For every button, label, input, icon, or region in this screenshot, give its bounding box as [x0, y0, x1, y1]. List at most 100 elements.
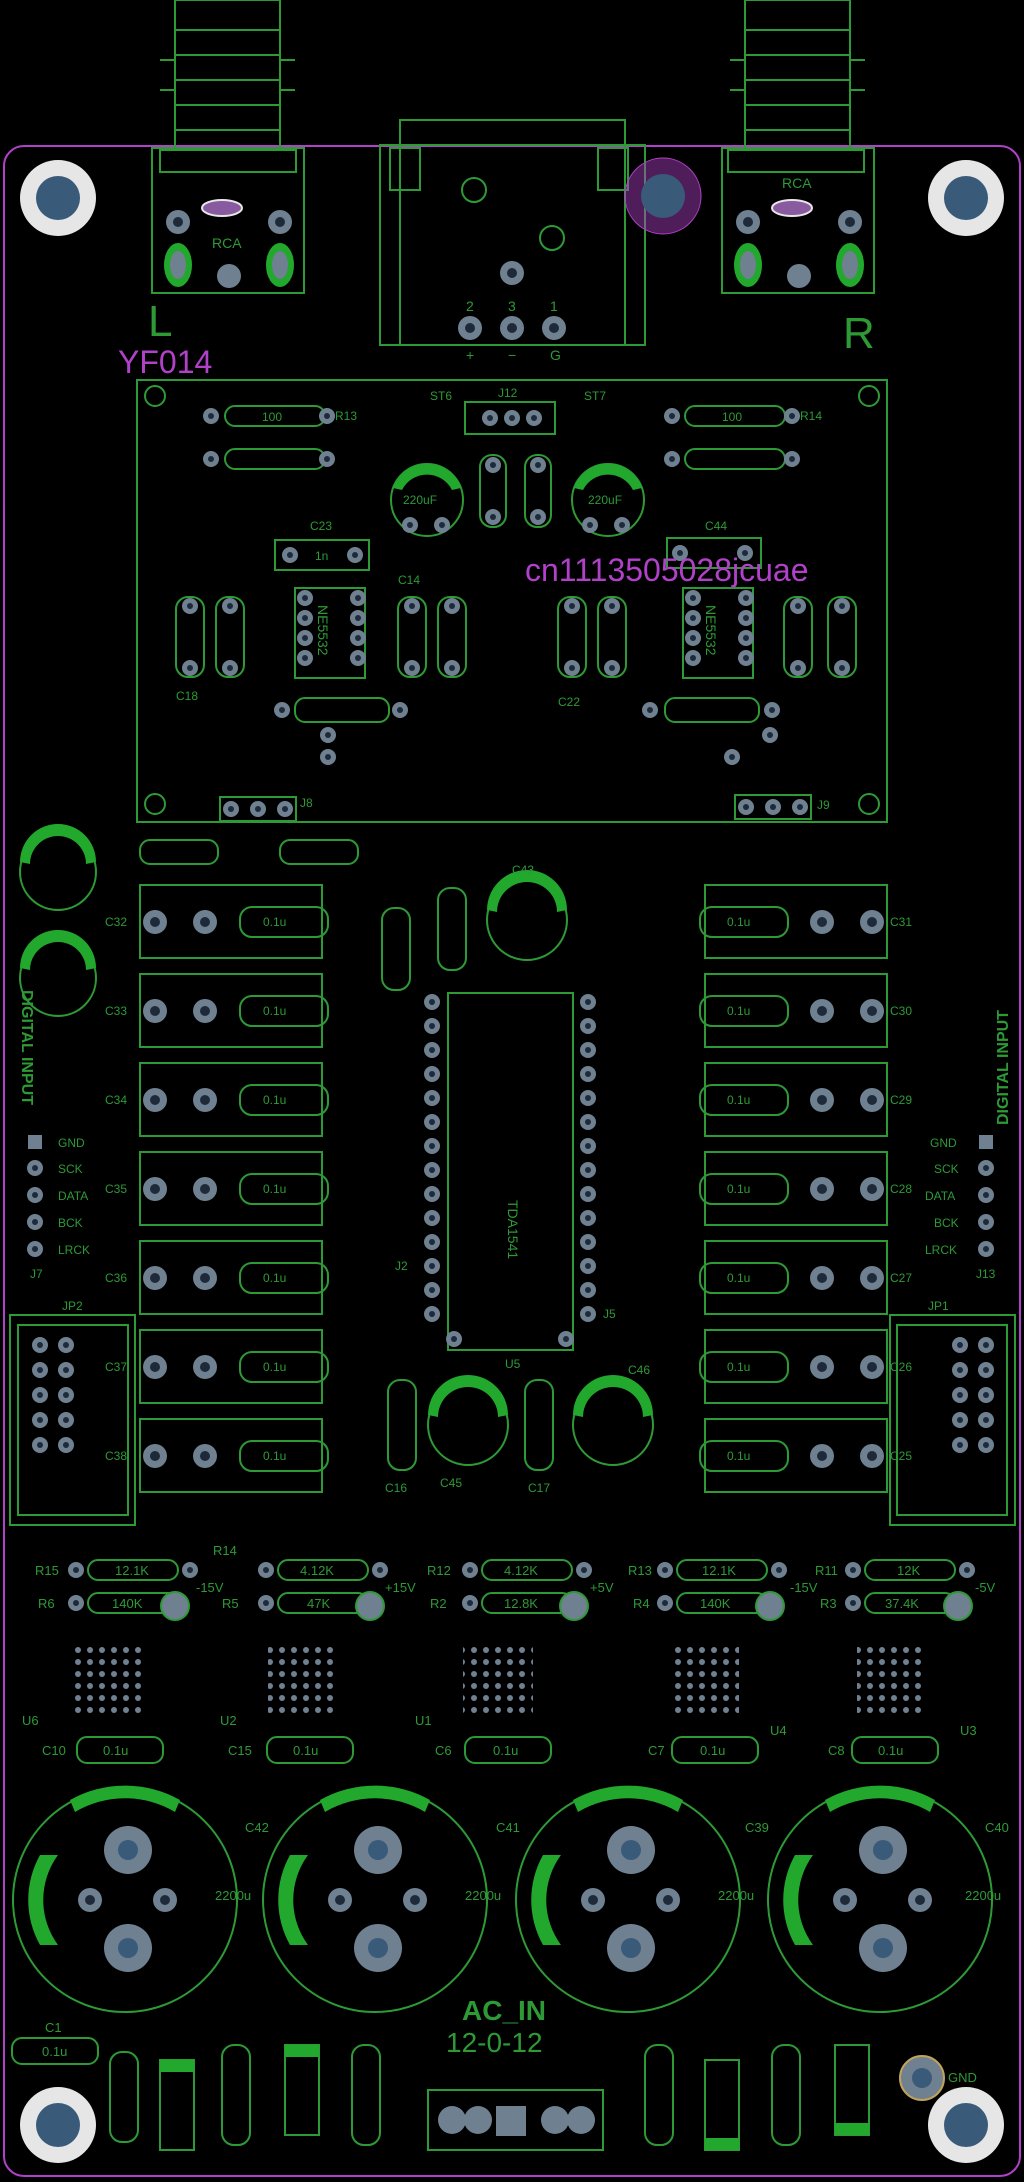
pr4-val1: 12.1K [702, 1563, 736, 1578]
u7-part: NE5532 [315, 605, 331, 656]
cap-ref-left-1: C32 [105, 915, 127, 929]
pr5-val2: 37.4K [885, 1596, 919, 1611]
cap-val-right-2: 0.1u [727, 1004, 750, 1018]
u1-label: U1 [415, 1713, 432, 1728]
c7-label: C7 [648, 1743, 665, 1758]
c41-value: 2200u [465, 1888, 501, 1903]
tda1541-pins [424, 994, 596, 1347]
regulator-arrays [72, 1645, 142, 1715]
c16-label: C16 [385, 1481, 407, 1495]
xlr-sign-minus: − [508, 347, 516, 363]
c39-label: C39 [745, 1820, 769, 1835]
c42-value: 2200u [215, 1888, 251, 1903]
cap-ref-left-6: C37 [105, 1360, 127, 1374]
pr1-val2: 140K [112, 1596, 143, 1611]
pr5-rail: -5V [975, 1580, 996, 1595]
u8-part: NE5532 [703, 605, 719, 656]
cap-ref-right-5: C27 [890, 1271, 912, 1285]
opamp-ecaps [390, 463, 645, 537]
pr3-ref1: R12 [427, 1563, 451, 1578]
u2-label: U2 [220, 1713, 237, 1728]
pr1-ref2: R6 [38, 1596, 55, 1611]
digital-input-right-title: DIGITAL INPUT [995, 1010, 1012, 1125]
j7-label: J7 [30, 1267, 43, 1281]
digital-input-right [978, 1135, 994, 1257]
pr2-val2: 47K [307, 1596, 330, 1611]
c22-label: C22 [558, 695, 580, 709]
j12-label: J12 [498, 386, 518, 400]
ac-voltage-label: 12-0-12 [446, 2027, 543, 2058]
xlr-connector [379, 119, 646, 346]
pr3-val1: 4.12K [504, 1563, 538, 1578]
xlr-sign-plus: + [466, 347, 474, 363]
c40-value: 2200u [965, 1888, 1001, 1903]
r14-label: R14 [800, 409, 822, 423]
c15-value: 0.1u [293, 1743, 318, 1758]
pr1-rail: -15V [196, 1580, 224, 1595]
cap-val-right-1: 0.1u [727, 915, 750, 929]
rca-left-text: RCA [212, 235, 242, 251]
jp2-label: JP2 [62, 1299, 83, 1313]
pr4-rail: -15V [790, 1580, 818, 1595]
c7-value: 0.1u [700, 1743, 725, 1758]
cap-val-left-3: 0.1u [263, 1093, 286, 1107]
c1-label: C1 [45, 2020, 62, 2035]
cap-ref-right-4: C28 [890, 1182, 912, 1196]
c6-label: C6 [435, 1743, 452, 1758]
st7-label: ST7 [584, 389, 606, 403]
c23-value: 1n [315, 549, 328, 563]
c14-label: C14 [398, 573, 420, 587]
pr1-val1: 12.1K [115, 1563, 149, 1578]
pr2-ref2: R5 [222, 1596, 239, 1611]
cap-val-right-5: 0.1u [727, 1271, 750, 1285]
c45-label: C45 [440, 1476, 462, 1490]
dac-side-caps [139, 839, 888, 1493]
gnd-right: GND [930, 1136, 957, 1150]
rca-connector-right [721, 0, 875, 294]
big-caps [12, 1787, 993, 2013]
bottom-components [11, 2037, 870, 2151]
xlr-pin-3: 3 [508, 298, 516, 314]
cap-ref-left-4: C35 [105, 1182, 127, 1196]
digital-input-left-title: DIGITAL INPUT [18, 990, 35, 1105]
rca-connector-left [151, 0, 305, 294]
bck-left: BCK [58, 1216, 83, 1230]
cap-ref-left-2: C33 [105, 1004, 127, 1018]
c43-label: C43 [512, 863, 534, 877]
xlr-pin-2: 2 [466, 298, 474, 314]
pr5-ref1: R11 [815, 1563, 838, 1578]
cap-ref-left-7: C38 [105, 1449, 127, 1463]
big-cap-pads [78, 1826, 932, 1972]
gnd-pad [899, 2055, 945, 2101]
left-channel-label: L [148, 297, 172, 346]
cap-val-right-4: 0.1u [727, 1182, 750, 1196]
c39-value: 2200u [718, 1888, 754, 1903]
c44-label: C44 [705, 519, 727, 533]
c10-value: 0.1u [103, 1743, 128, 1758]
pr2-val1: 4.12K [300, 1563, 334, 1578]
c15-label: C15 [228, 1743, 252, 1758]
power-resistors [87, 1559, 956, 1614]
rca-pads-right [734, 199, 864, 288]
seller-watermark: cn1113505028jcuae [525, 552, 809, 588]
c42-label: C42 [245, 1820, 269, 1835]
opamp-resistors [175, 401, 857, 822]
j5-label: J5 [603, 1307, 616, 1321]
sck-left: SCK [58, 1162, 83, 1176]
opamp-module-holes [144, 385, 880, 815]
big-cap-polarity [28, 1785, 935, 1945]
cap-ref-right-6: C26 [890, 1360, 912, 1374]
c10-label: C10 [42, 1743, 66, 1758]
pr4-val2: 140K [700, 1596, 731, 1611]
cap-val-left-1: 0.1u [263, 915, 286, 929]
c48-value: 220uF [588, 493, 622, 507]
cap-val-right-3: 0.1u [727, 1093, 750, 1107]
st6-label: ST6 [430, 389, 452, 403]
c18-label: C18 [176, 689, 198, 703]
trim-pots [160, 1591, 973, 1621]
j9-label: J9 [817, 798, 830, 812]
cap-val-left-4: 0.1u [263, 1182, 286, 1196]
cap-ref-right-3: C29 [890, 1093, 912, 1107]
cap-val-left-5: 0.1u [263, 1271, 286, 1285]
